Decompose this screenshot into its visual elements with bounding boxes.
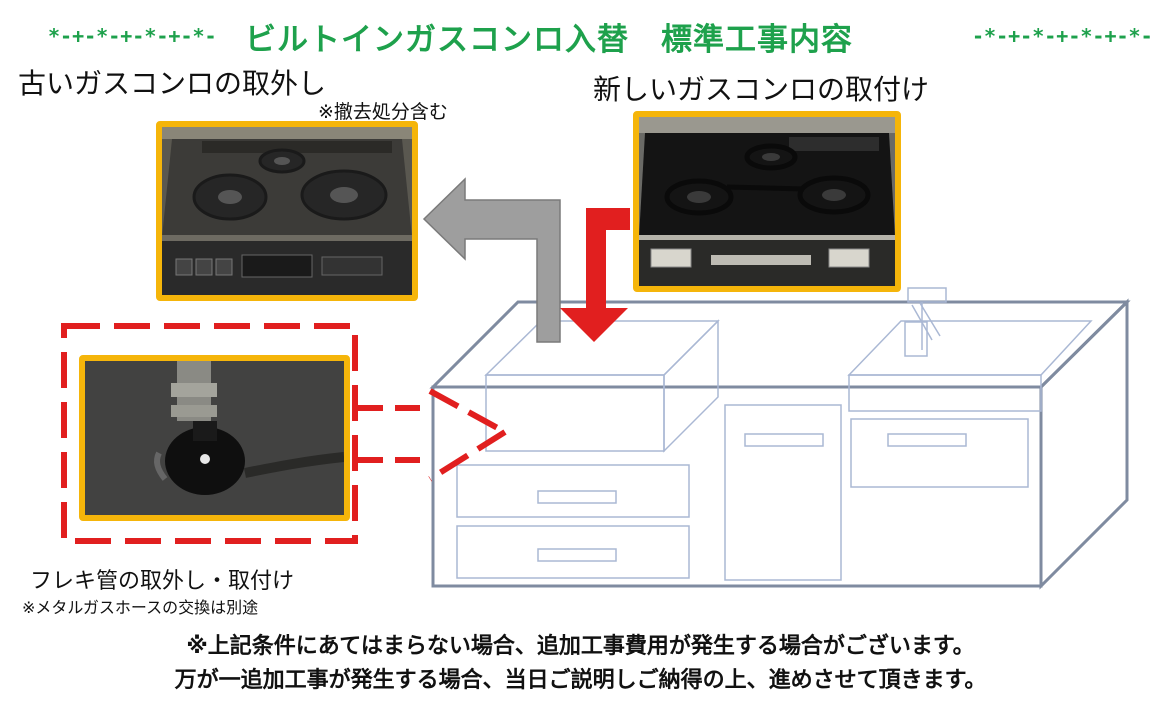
new-stove-heading: 新しいガスコンロの取付け — [593, 73, 930, 106]
new-gas-stove-photo — [633, 111, 901, 292]
hose-note: ※メタルガスホースの交換は別途 — [22, 598, 259, 617]
title-left-decoration: *-+-*-+-*-+-*- — [48, 24, 217, 48]
remove-arrow — [422, 177, 561, 343]
cabinet-outline — [429, 298, 1131, 590]
gas-valve-image — [85, 361, 344, 515]
hose-callout-pointer — [355, 388, 507, 482]
new-stove-image — [639, 117, 895, 286]
counter-details — [456, 287, 1093, 581]
old-gas-stove-photo — [156, 121, 418, 301]
old-stove-note: ※撤去処分含む — [318, 101, 448, 123]
install-arrow — [560, 208, 630, 342]
gas-valve-photo — [79, 355, 350, 521]
footer-line-2: 万が一追加工事が発生する場合、当日ご説明しご納得の上、進めさせて頂きます。 — [174, 668, 987, 693]
old-stove-image — [162, 127, 412, 295]
old-stove-heading: 古いガスコンロの取外し — [18, 67, 327, 100]
title-row: *-+-*-+-*-+-*- ビルトインガスコンロ入替 標準工事内容 -*-+-… — [0, 10, 1161, 58]
hose-callout-box — [61, 323, 358, 544]
hose-heading: フレキ管の取外し・取付け — [30, 569, 295, 594]
page-title: ビルトインガスコンロ入替 標準工事内容 — [245, 22, 853, 58]
title-right-decoration: -*-+-*-+-*-+-*- — [972, 24, 1153, 48]
footer-line-1: ※上記条件にあてはまらない場合、追加工事費用が発生する場合がございます。 — [186, 634, 975, 659]
